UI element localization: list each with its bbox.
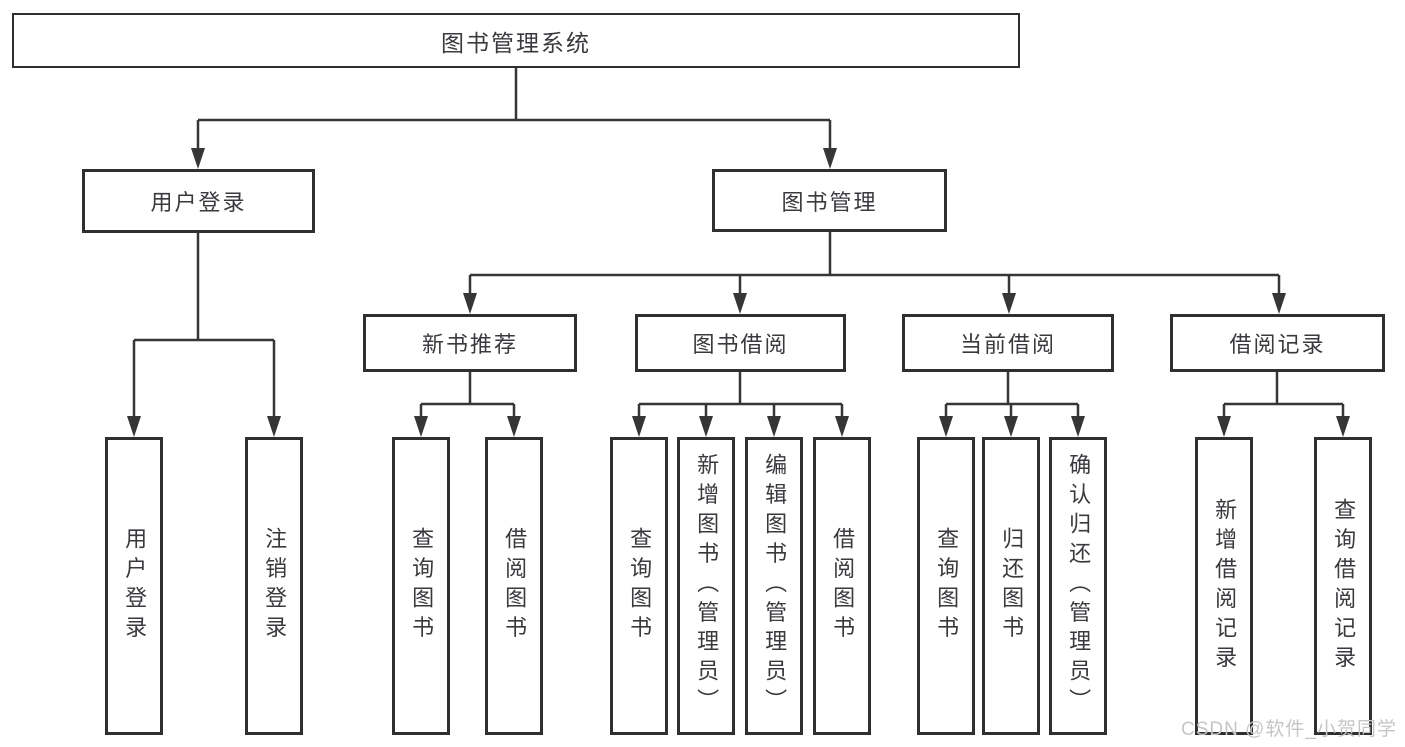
leaf-borrow-books-borrowing: 借阅图书	[813, 437, 871, 735]
leaf-label: 新增图书（管理员）	[694, 453, 720, 719]
leaf-label: 查询图书	[934, 527, 960, 645]
leaf-query-books-borrowing: 查询图书	[610, 437, 668, 735]
leaf-user-login: 用户登录	[105, 437, 163, 735]
leaf-logout: 注销登录	[245, 437, 303, 735]
leaf-label: 归还图书	[999, 527, 1025, 645]
leaf-confirm-return-admin: 确认归还（管理员）	[1049, 437, 1107, 735]
leaf-borrow-books-recommend: 借阅图书	[485, 437, 543, 735]
leaf-label: 新增借阅记录	[1212, 497, 1238, 675]
leaf-edit-book-admin: 编辑图书（管理员）	[745, 437, 803, 735]
node-borrowing-records: 借阅记录	[1170, 314, 1385, 372]
leaf-add-book-admin: 新增图书（管理员）	[677, 437, 735, 735]
leaf-label: 用户登录	[122, 527, 148, 645]
node-book-borrowing: 图书借阅	[635, 314, 846, 372]
leaf-label: 编辑图书（管理员）	[762, 453, 788, 719]
node-new-book-recommend: 新书推荐	[363, 314, 577, 372]
node-user-login: 用户登录	[82, 169, 315, 233]
leaf-query-borrow-record: 查询借阅记录	[1314, 437, 1372, 735]
leaf-query-books-recommend: 查询图书	[392, 437, 450, 735]
arrowhead-icons	[127, 148, 1350, 437]
leaf-label: 借阅图书	[830, 527, 856, 645]
node-current-borrowing: 当前借阅	[902, 314, 1114, 372]
node-book-management: 图书管理	[712, 169, 947, 232]
node-library-system: 图书管理系统	[12, 13, 1020, 68]
leaf-add-borrow-record: 新增借阅记录	[1195, 437, 1253, 735]
leaf-label: 查询图书	[627, 527, 653, 645]
leaf-label: 查询借阅记录	[1331, 497, 1357, 675]
leaf-label: 查询图书	[409, 527, 435, 645]
leaf-return-books: 归还图书	[982, 437, 1040, 735]
leaf-label: 注销登录	[262, 527, 288, 645]
leaf-label: 借阅图书	[502, 527, 528, 645]
leaf-label: 确认归还（管理员）	[1066, 453, 1092, 719]
leaf-query-books-current: 查询图书	[917, 437, 975, 735]
